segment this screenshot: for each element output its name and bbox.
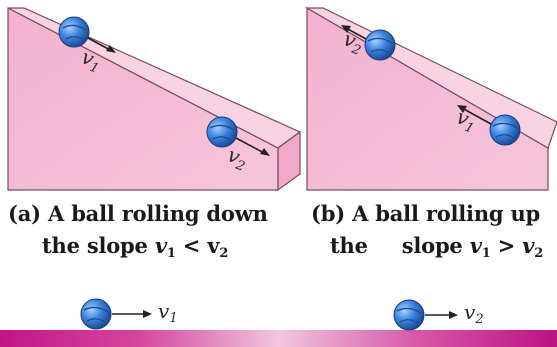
ball-a-top xyxy=(58,16,90,48)
caption-a-line2: the slope v1 < v2 xyxy=(42,233,228,261)
ball-a-bottom-pattern xyxy=(209,124,235,141)
caption-a-v1: v xyxy=(154,233,167,258)
caption-b-op: > xyxy=(490,233,523,258)
velocity-a-bottom-arrow xyxy=(235,137,267,155)
floor-velocity-right-label: v2 xyxy=(464,300,484,327)
floor-ball-left xyxy=(80,298,112,330)
caption-b-v1: v xyxy=(469,233,482,258)
panel-b: v2 v1 xyxy=(304,6,557,191)
caption-a-sub1: 1 xyxy=(166,246,176,261)
velocity-b-bottom-arrow xyxy=(461,107,492,125)
caption-a-v2: v xyxy=(207,233,220,258)
velocity-b-top-arrow xyxy=(345,27,367,40)
velocity-a-top-arrowhead xyxy=(106,45,116,53)
floor-ball-right xyxy=(393,299,425,331)
ball-b-top xyxy=(364,29,396,61)
panel-a: v1 v2 xyxy=(7,7,302,192)
caption-a-op: < xyxy=(175,233,208,258)
velocity-b-top-arrowhead xyxy=(341,25,351,33)
floor-velocity-left-arrowhead xyxy=(143,310,152,318)
caption-b-line1: (b) A ball rolling up xyxy=(311,201,541,226)
ball-b-bottom xyxy=(489,114,521,146)
caption-b-text: slope xyxy=(401,233,470,258)
caption-a-line1: (a) A ball rolling down xyxy=(8,201,268,226)
slope-a-side-face xyxy=(277,130,301,192)
caption-b-sub1: 1 xyxy=(481,246,491,261)
caption-b-sub2: 2 xyxy=(534,246,544,261)
floor-ball-left-pattern xyxy=(83,306,109,323)
caption-b-v2: v xyxy=(522,233,535,258)
ball-b-bottom-pattern xyxy=(492,122,518,139)
velocity-a-bottom-arrowhead xyxy=(260,148,270,156)
floor-bar xyxy=(0,330,557,347)
caption-a-text: the slope xyxy=(42,233,155,258)
floor-panel: v1 v2 xyxy=(0,298,557,347)
floor-ball-right-pattern xyxy=(396,307,422,324)
caption-a-sub2: 2 xyxy=(219,246,229,261)
caption-b-the: the xyxy=(330,233,368,258)
velocity-b-bottom-arrowhead xyxy=(457,105,467,113)
floor-velocity-right-arrowhead xyxy=(449,311,458,319)
floor-velocity-left-label: v1 xyxy=(158,299,178,326)
ball-b-top-pattern xyxy=(367,37,393,54)
slope-b-body xyxy=(306,6,549,191)
ball-a-top-pattern xyxy=(62,24,87,41)
